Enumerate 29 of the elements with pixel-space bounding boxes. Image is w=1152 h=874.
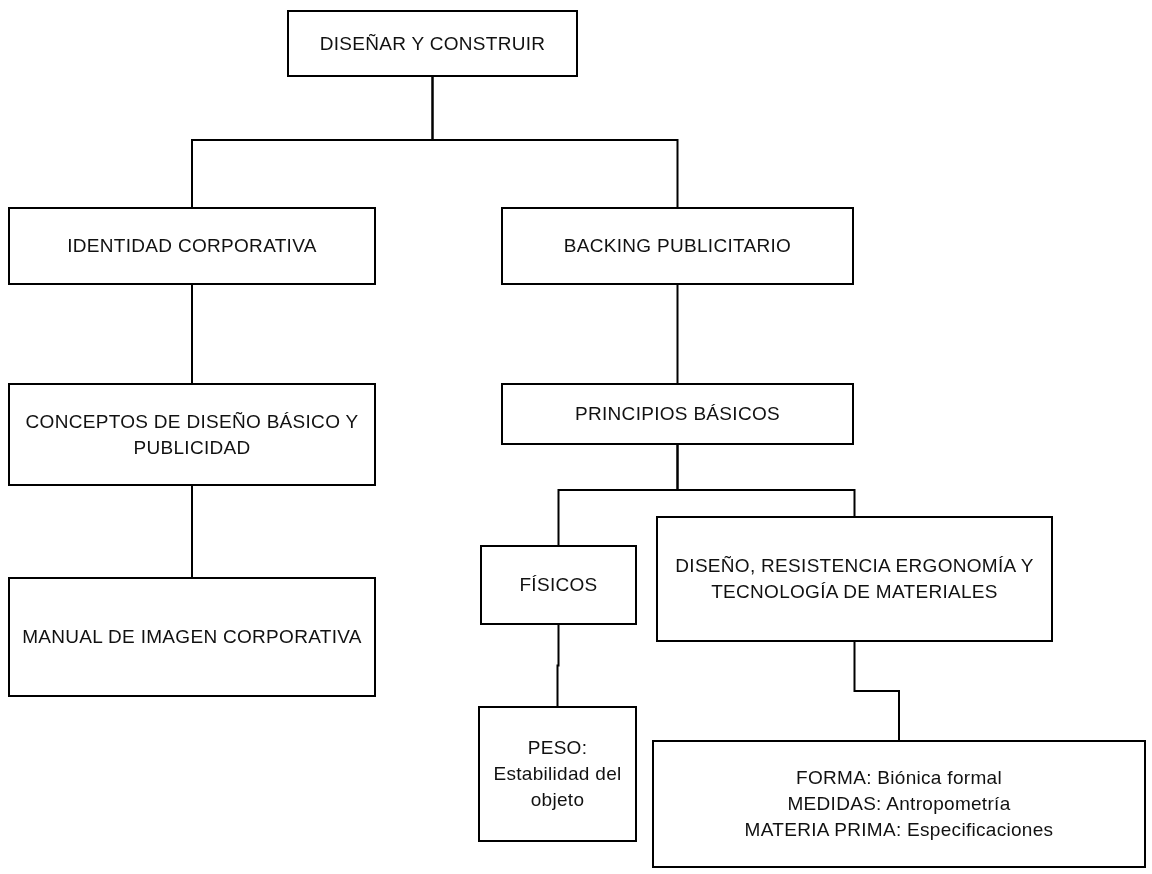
node-label: MEDIDAS: Antropometría	[787, 792, 1011, 816]
connector-line	[191, 284, 193, 384]
connector-line	[191, 485, 193, 578]
node-label: MATERIA PRIMA: Especificaciones	[744, 818, 1054, 842]
node-label: FORMA: Biónica formal	[796, 766, 1002, 790]
process-box	[501, 207, 854, 285]
node-label: PRINCIPIOS BÁSICOS	[575, 402, 780, 426]
node-label: DISEÑAR Y CONSTRUIR	[319, 31, 546, 56]
process-box	[480, 545, 637, 625]
connector-line	[676, 444, 856, 517]
node-label: IDENTIDAD CORPORATIVA	[67, 234, 317, 258]
process-box	[8, 207, 376, 285]
connector-line	[431, 76, 679, 208]
process-box	[501, 383, 854, 445]
connector-line	[853, 641, 900, 741]
process-box	[8, 577, 376, 697]
node-label: MANUAL DE IMAGEN CORPORATIVA	[22, 625, 362, 649]
node-label: BACKING PUBLICITARIO	[563, 234, 792, 258]
process-box	[652, 740, 1146, 868]
node-label: DISEÑO, RESISTENCIA ERGONOMÍA Y TECNOLOGÍA DE MATERIALES	[674, 554, 1035, 604]
process-box	[656, 516, 1053, 642]
process-box	[8, 383, 376, 486]
connector-line	[556, 624, 560, 707]
node-label: FÍSICOS	[519, 573, 598, 597]
process-box	[287, 10, 578, 77]
node-label: PESO: Estabilidad del objeto	[492, 736, 623, 812]
connector-line	[676, 284, 679, 384]
process-box	[478, 706, 637, 842]
node-label: CONCEPTOS DE DISEÑO BÁSICO Y PUBLICIDAD	[24, 409, 360, 460]
